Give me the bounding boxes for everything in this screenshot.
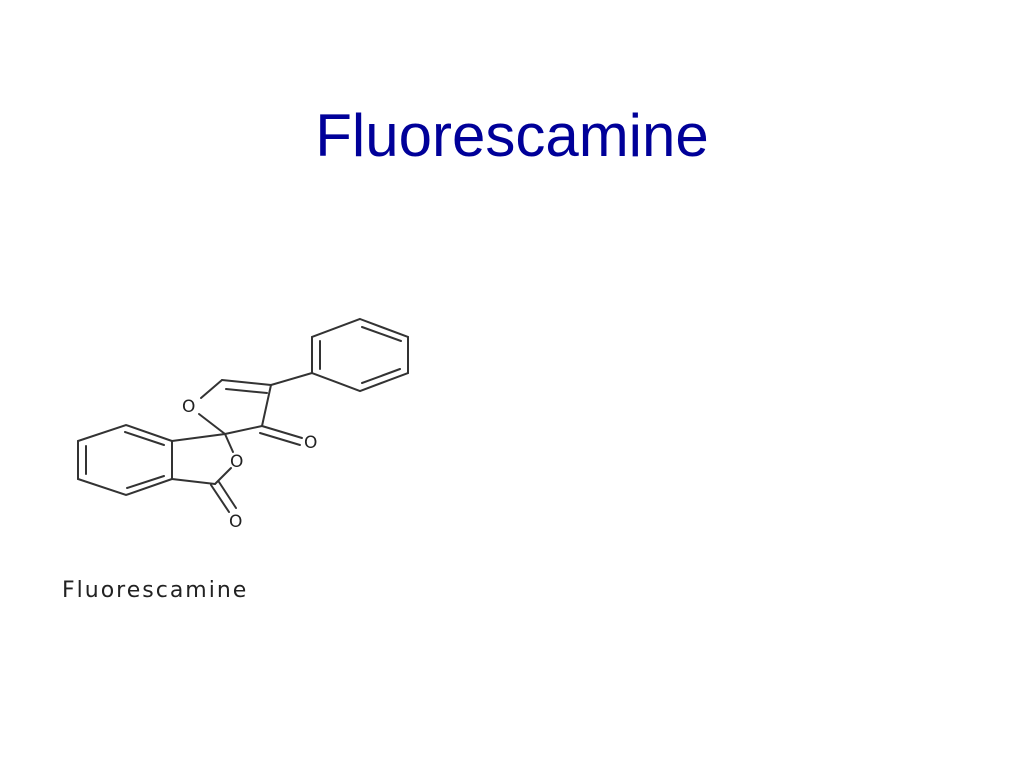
lactone-carbonyl-oxygen-label: O xyxy=(229,512,242,532)
ketone-double-bond xyxy=(259,425,303,446)
lactone-ring xyxy=(171,433,234,485)
phenyl-ring xyxy=(311,317,409,393)
lactone-carbonyl-double-bond xyxy=(210,481,237,513)
slide-title: Fluorescamine xyxy=(315,102,709,169)
furanone-oxygen-label: O xyxy=(182,397,195,417)
phenyl-furanone-bond xyxy=(270,372,313,386)
furanone-ring xyxy=(198,379,272,435)
lactone-ring-oxygen-label: O xyxy=(230,452,243,472)
benzo-ring xyxy=(77,423,173,497)
ketone-oxygen-label: O xyxy=(304,433,317,453)
structure-caption: Fluorescamine xyxy=(62,578,249,603)
